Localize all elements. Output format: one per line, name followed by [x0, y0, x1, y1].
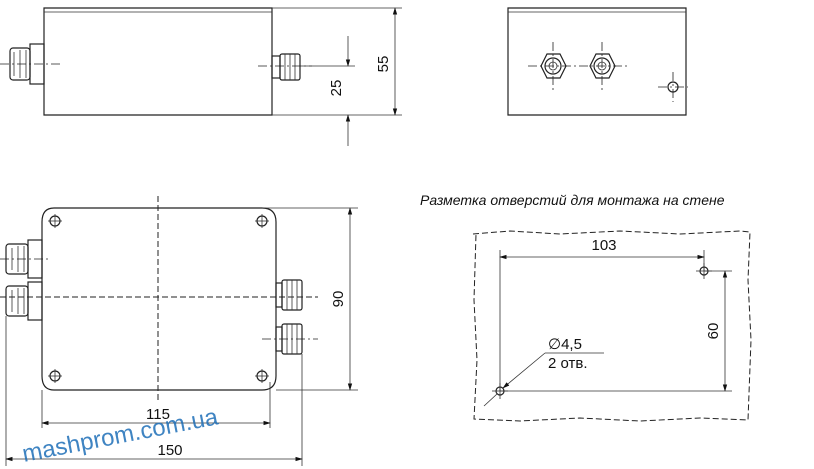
front-view: 55 25	[0, 7, 402, 146]
marking-caption: Разметка отверстий для монтажа на стене	[420, 192, 725, 208]
hole-count-label: 2 отв.	[548, 355, 588, 372]
dimension-115: 115	[146, 406, 170, 423]
plan-view: 90 115 150	[0, 196, 358, 466]
wall-marking-view: Разметка отверстий для монтажа на стене …	[420, 192, 752, 422]
dimension-150: 150	[157, 442, 182, 459]
hole-diameter-label: ∅4,5	[548, 336, 582, 353]
connector-right	[271, 53, 301, 81]
connector-upper	[275, 279, 303, 311]
side-view	[507, 7, 688, 116]
mount-hole-br	[255, 369, 269, 383]
mount-hole-bl	[48, 369, 62, 383]
cable-gland-lower	[5, 281, 43, 321]
dimension-55: 55	[375, 56, 392, 73]
dimension-103: 103	[591, 237, 616, 254]
watermark: mashprom.com.ua	[20, 403, 221, 468]
mount-hole-side	[658, 72, 688, 102]
dimension-90: 90	[330, 291, 347, 308]
dimension-25: 25	[328, 80, 345, 97]
mount-hole-tl	[48, 214, 62, 228]
mount-hole-tr	[255, 214, 269, 228]
dimension-60: 60	[705, 323, 722, 340]
